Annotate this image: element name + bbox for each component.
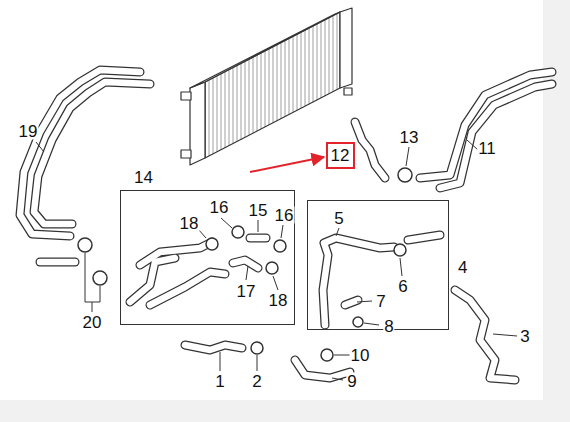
callout-number: 2 (251, 373, 262, 390)
callout-number: 1 (214, 373, 225, 390)
leader-lines (36, 140, 517, 380)
callout-number: 7 (375, 293, 386, 310)
pointer-arrow (250, 157, 324, 172)
callout-number: 18 (268, 292, 289, 309)
callout-number: 15 (248, 202, 269, 219)
callout-number: 16 (209, 199, 230, 216)
callout-number: 17 (236, 283, 257, 300)
callout-number: 18 (179, 215, 200, 232)
page-margin (543, 0, 570, 422)
page-margin (0, 400, 570, 422)
callout-number: 3 (519, 328, 530, 345)
callout-number: 19 (18, 123, 39, 140)
callout-number: 16 (274, 207, 295, 224)
callout-number: 6 (397, 278, 408, 295)
callout-number: 12 (331, 147, 350, 164)
callout-number: 11 (477, 140, 497, 157)
callout-number: 8 (383, 318, 394, 335)
callout-number: 20 (82, 314, 103, 331)
callout-number: 14 (134, 169, 153, 186)
callout-number: 4 (458, 259, 467, 276)
callout-number: 9 (346, 373, 357, 390)
callout-number: 5 (333, 210, 344, 227)
highlighted-callout: 12 (326, 142, 355, 169)
callout-number: 13 (399, 129, 420, 146)
hoses (20, 70, 552, 380)
clamps (78, 168, 412, 361)
callout-number: 10 (350, 347, 371, 364)
group-box: 4 (307, 200, 449, 330)
